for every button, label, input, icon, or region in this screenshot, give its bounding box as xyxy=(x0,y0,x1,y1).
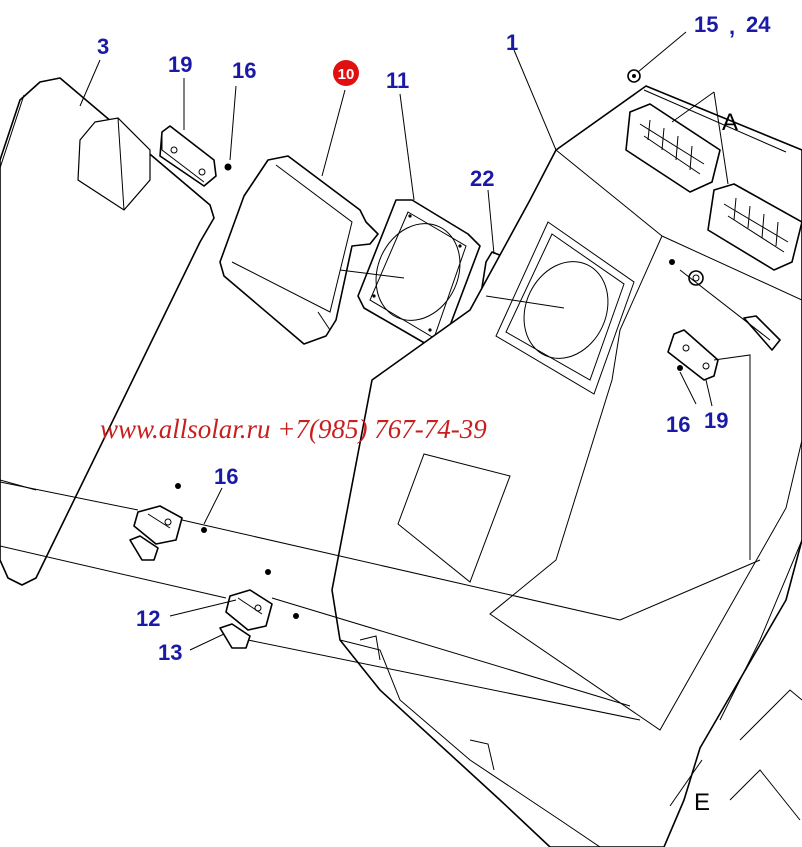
callout-22: 22 xyxy=(470,166,494,191)
callout-16-top: 16 xyxy=(232,58,256,83)
callout-10-text: 10 xyxy=(338,66,355,83)
part-vent-grille-upper xyxy=(625,103,721,193)
part-10-speaker-grille xyxy=(219,155,379,345)
callout-11: 11 xyxy=(386,68,409,93)
callout-12: 12 xyxy=(136,606,160,631)
part-19-bracket-right xyxy=(667,329,719,381)
part-clip-right xyxy=(669,259,781,351)
assembly-lines xyxy=(0,269,771,807)
callout-15: 15 xyxy=(694,12,718,37)
part-vent-grille-lower xyxy=(707,183,802,271)
callout-19-top: 19 xyxy=(168,52,192,77)
part-12-bracket-lower xyxy=(225,569,299,631)
reference-letter-e: E xyxy=(694,789,710,816)
callout-1: 1 xyxy=(506,30,518,55)
callout-16-right: 16 xyxy=(666,412,690,437)
callout-16-mid: 16 xyxy=(214,464,238,489)
part-15-24-screw xyxy=(627,69,641,83)
part-19-bracket-top xyxy=(159,125,217,187)
part-16-screw-top xyxy=(224,163,232,171)
part-12-bracket-upper xyxy=(133,483,207,545)
callout-19-right: 19 xyxy=(704,408,728,433)
callout-15-24-separator: , xyxy=(729,14,735,39)
callout-3: 3 xyxy=(97,34,109,59)
part-11-speaker-gasket xyxy=(357,199,481,353)
part-3-trim-panel xyxy=(0,77,215,586)
reference-letter-a: A xyxy=(722,109,738,136)
part-13-latch-lower xyxy=(219,623,251,649)
callout-leaders xyxy=(79,31,729,651)
part-1-rear-panel xyxy=(331,85,802,847)
callout-10-badge: 10 xyxy=(333,60,359,86)
callout-24: 24 xyxy=(746,12,771,37)
part-13-latch-upper xyxy=(129,535,159,561)
callout-13: 13 xyxy=(158,640,182,665)
watermark: www.allsolar.ru +7(985) 767-74-39 xyxy=(100,414,487,444)
